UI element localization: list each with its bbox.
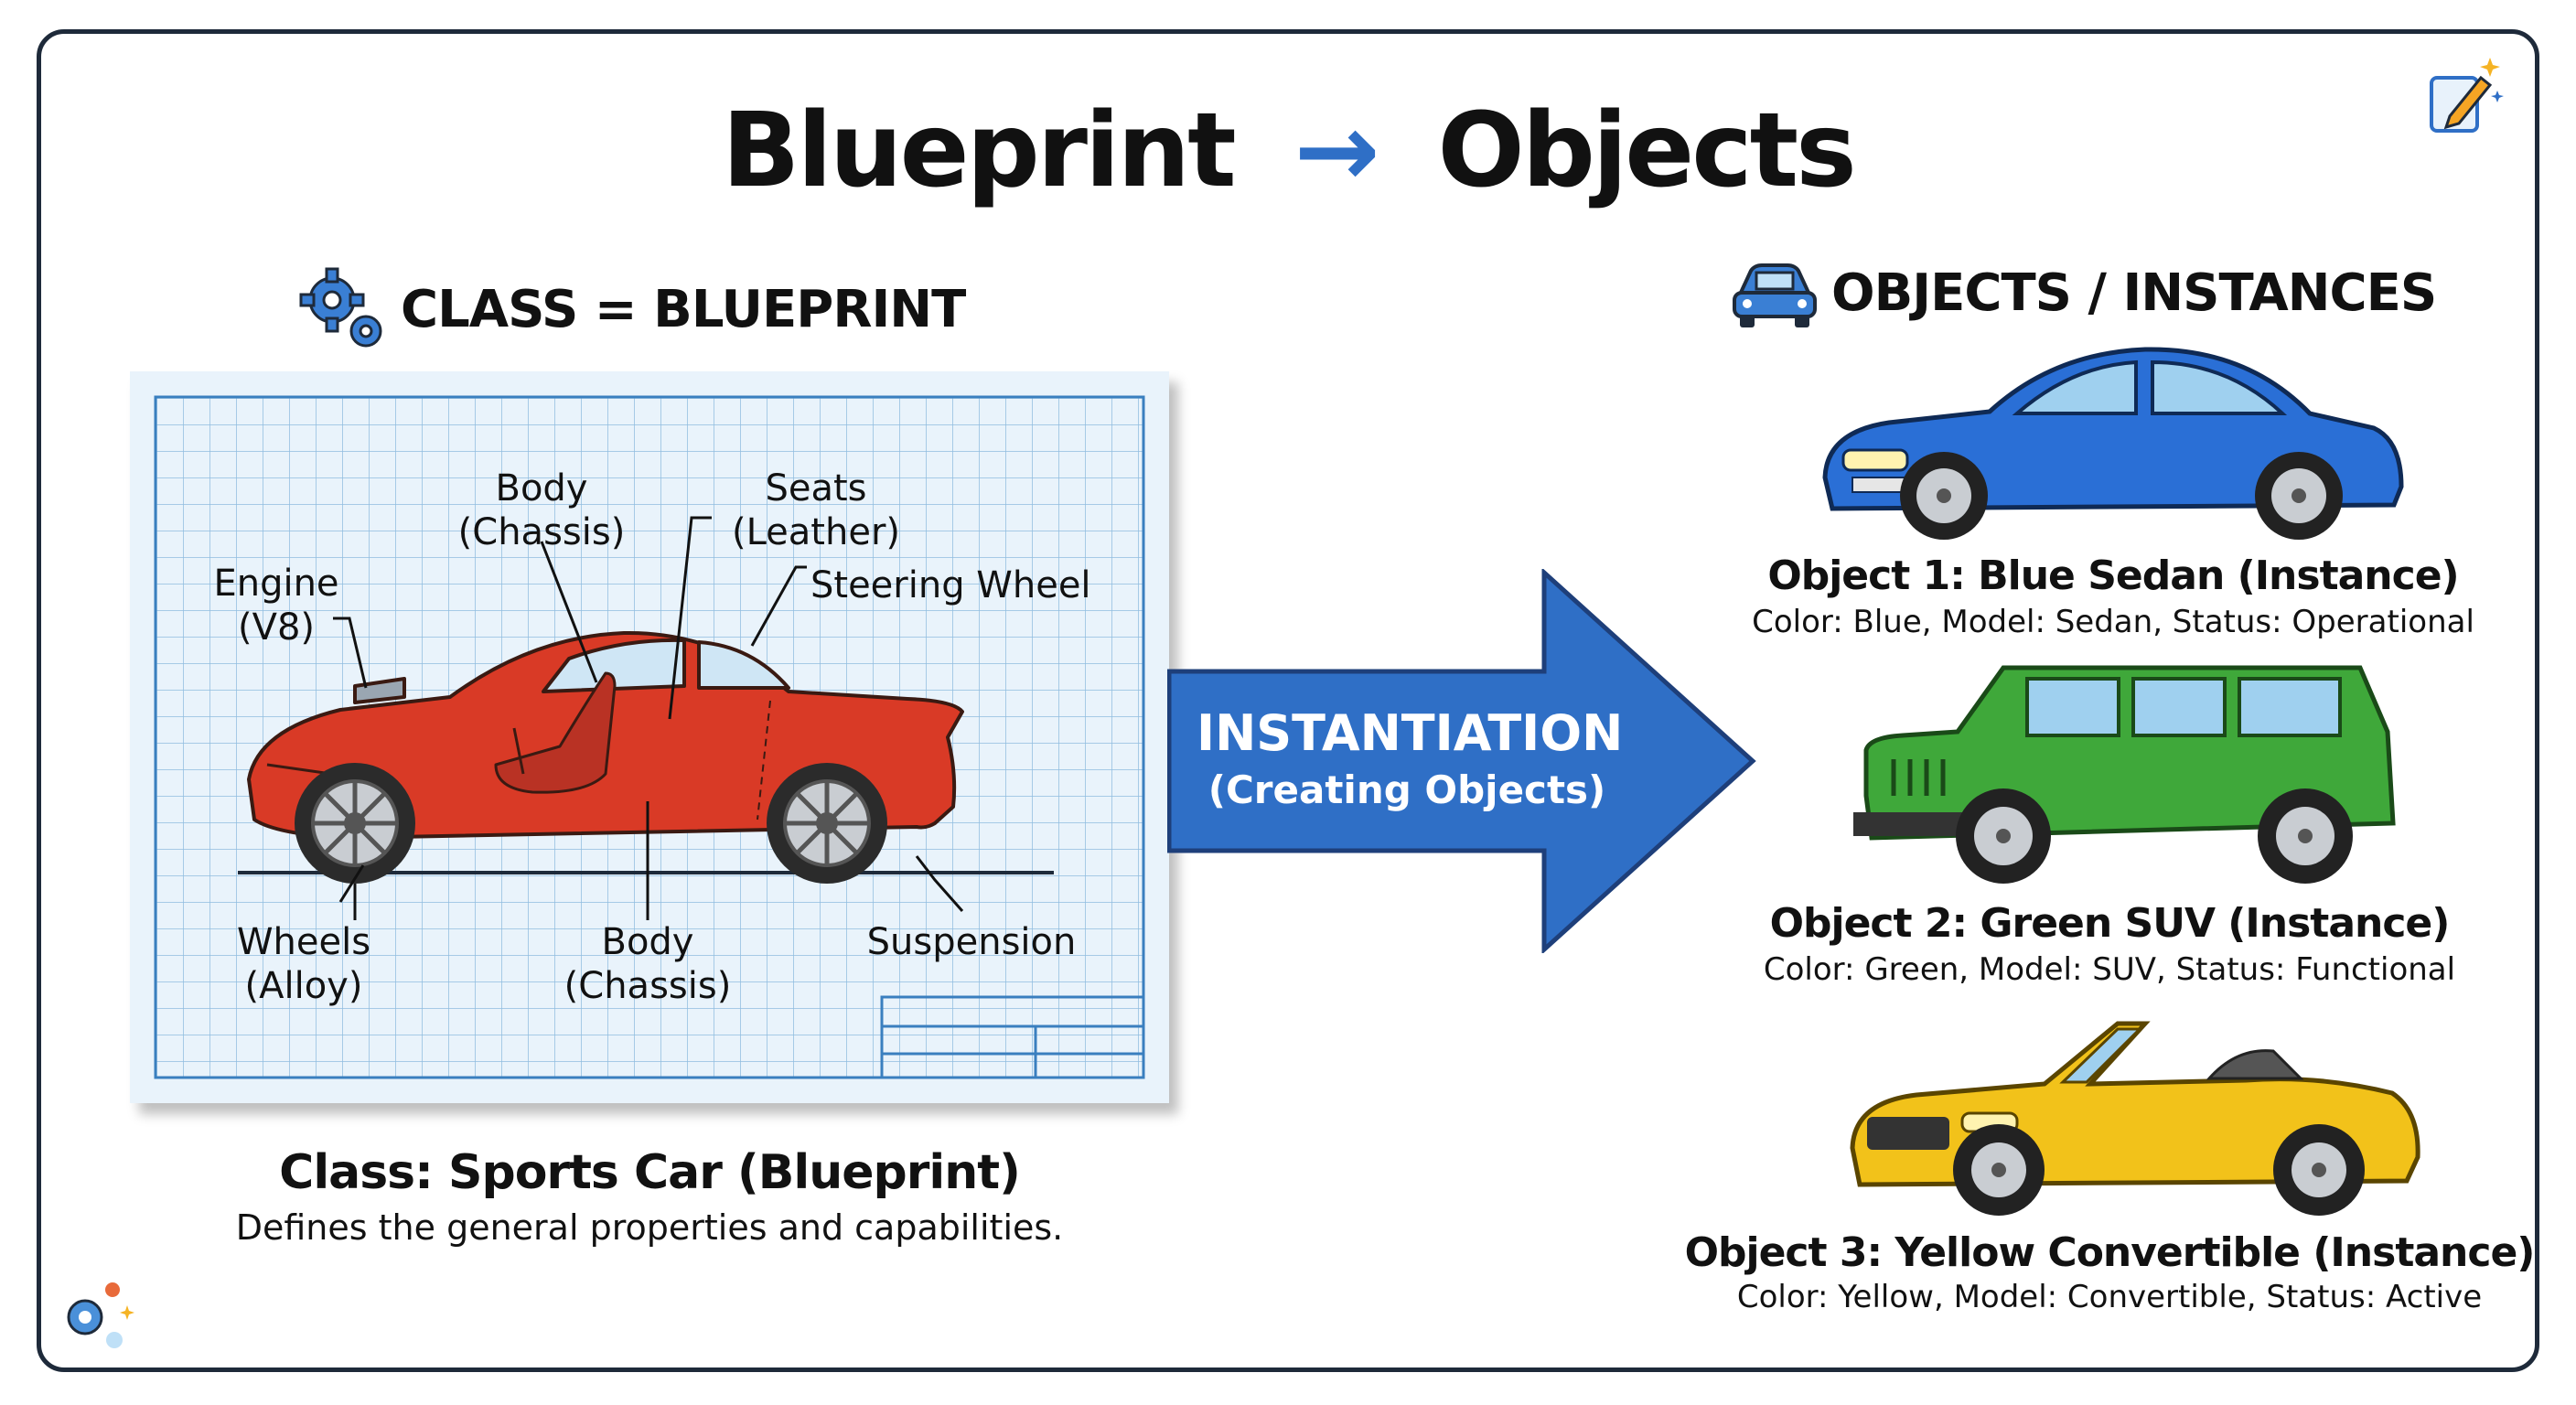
label-body-top: Body(Chassis) (457, 467, 626, 553)
instantiation-subtitle: (Creating Objects) (1208, 767, 1606, 812)
convertible-icon (1850, 1021, 2420, 1216)
blueprint-sheet: Body(Chassis) Seats(Leather) Engine(V8) … (130, 371, 1169, 1103)
label-seats: Seats(Leather) (731, 467, 900, 553)
label-steering-wheel: Steering Wheel (810, 564, 1091, 606)
instantiation-title: INSTANTIATION (1197, 704, 1624, 762)
object-3-desc: Color: Yellow, Model: Convertible, Statu… (1736, 1279, 2483, 1315)
title-block (880, 995, 1145, 1079)
car-icon (1733, 263, 1817, 327)
instantiation-arrow (1167, 569, 1756, 953)
label-suspension: Suspension (866, 921, 1077, 963)
gear-sparkle-icon (67, 1282, 134, 1348)
rear-wheel (767, 763, 887, 884)
pencil-note-icon (2430, 58, 2504, 133)
class-heading: CLASS = BLUEPRINT (401, 280, 966, 339)
instantiation-label: INSTANTIATION (Creating Objects) (1197, 704, 1624, 812)
gears-icon (299, 267, 382, 348)
title-right: Objects (1437, 91, 1857, 210)
object-1-title: Object 1: Blue Sedan (Instance) (1767, 552, 2459, 599)
title-left: Blueprint (722, 91, 1237, 210)
sedan-icon (1822, 347, 2404, 540)
label-engine: Engine(V8) (213, 563, 339, 649)
label-wheels: Wheels(Alloy) (236, 921, 371, 1007)
suv-icon (1853, 665, 2396, 884)
label-body-bottom: Body(Chassis) (564, 921, 732, 1007)
blueprint-drawing (154, 395, 1145, 1079)
object-2-title: Object 2: Green SUV (Instance) (1769, 900, 2451, 947)
front-wheel (295, 763, 415, 884)
page-frame (37, 29, 2539, 1372)
object-2-desc: Color: Green, Model: SUV, Status: Functi… (1763, 951, 2456, 988)
object-3-title: Object 3: Yellow Convertible (Instance) (1684, 1229, 2536, 1276)
class-caption-title: Class: Sports Car (Blueprint) (279, 1145, 1021, 1200)
class-caption-subtitle: Defines the general properties and capab… (235, 1207, 1064, 1248)
page-title: Blueprint → Objects (0, 91, 2576, 210)
leader-lines (333, 516, 964, 920)
object-1-desc: Color: Blue, Model: Sedan, Status: Opera… (1752, 604, 2474, 640)
objects-heading: OBJECTS / INSTANCES (1831, 263, 2437, 323)
title-arrow: → (1293, 91, 1380, 210)
